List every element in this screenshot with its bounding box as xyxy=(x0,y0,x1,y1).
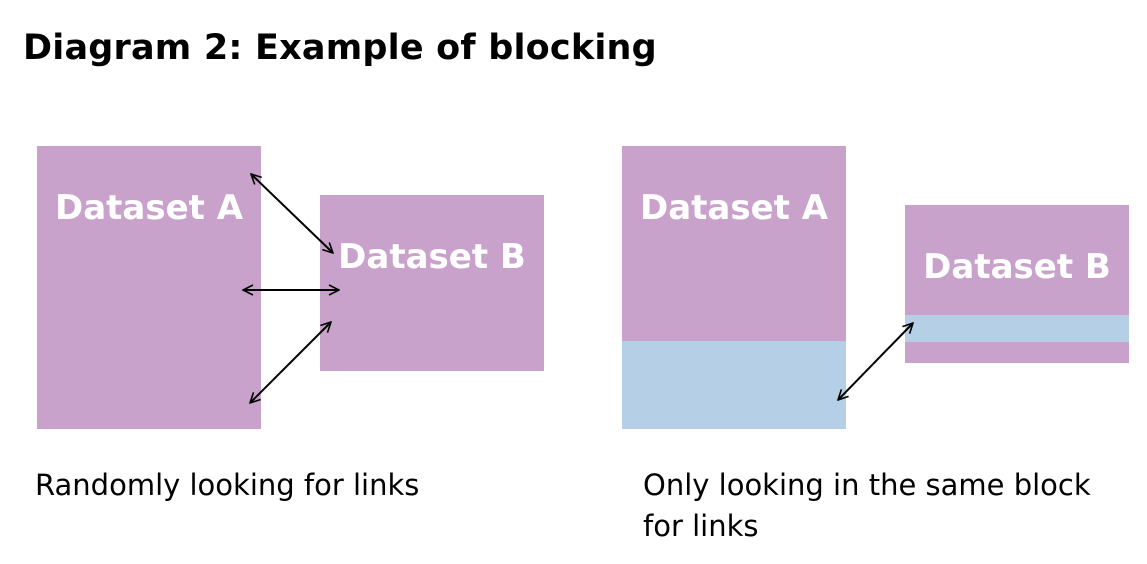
right-dataset-b-box: Dataset B xyxy=(905,205,1129,363)
right-dataset-b-block xyxy=(905,315,1129,342)
right-dataset-a-block xyxy=(622,341,846,429)
right-dataset-a-box: Dataset A xyxy=(622,146,846,429)
diagram-title: Diagram 2: Example of blocking xyxy=(23,28,657,68)
right-dataset-a-label: Dataset A xyxy=(639,188,829,228)
left-dataset-b-label: Dataset B xyxy=(338,237,526,277)
left-dataset-b-box: Dataset B xyxy=(320,195,544,371)
left-dataset-a-box: Dataset A xyxy=(37,146,261,429)
left-caption: Randomly looking for links xyxy=(35,468,420,502)
left-arrow-bottom xyxy=(250,322,331,403)
right-dataset-b-label: Dataset B xyxy=(923,247,1111,287)
right-caption-line1: Only looking in the same block xyxy=(643,468,1091,502)
left-dataset-a-label: Dataset A xyxy=(54,188,244,228)
right-caption-line2: for links xyxy=(643,509,759,543)
right-arrow-block-link xyxy=(838,323,913,400)
